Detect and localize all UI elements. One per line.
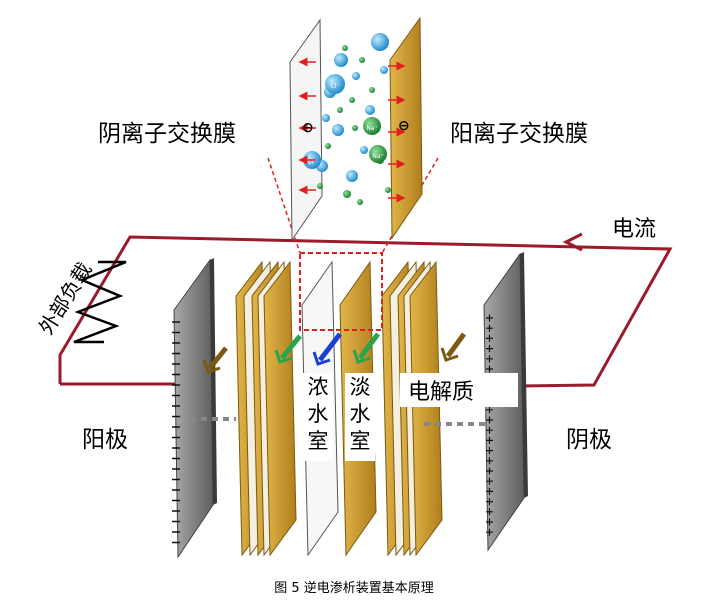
- cathode-plus-mark: [486, 365, 493, 373]
- label-current: 电流: [612, 217, 656, 242]
- current-arrow-icon: [562, 232, 583, 252]
- label-anion-membrane: 阴离子交换膜: [98, 121, 236, 147]
- zoom-inset: Cl⁻ Cl⁻ Na⁺ Na⁺ ⊖ ⊖: [289, 16, 423, 242]
- label-external-load: 外部负载: [34, 258, 97, 339]
- highlight-box: [299, 252, 383, 331]
- cathode-plus-mark: [486, 518, 493, 526]
- sodium-ion-label: Na⁺: [366, 125, 377, 132]
- sodium-ion-label: Na⁺: [372, 153, 383, 160]
- minus-icon: ⊖: [302, 120, 314, 136]
- label-anode: 阳极: [82, 427, 128, 453]
- chloride-ion: [352, 72, 360, 80]
- sodium-ion: [363, 117, 381, 135]
- sodium-ion: [349, 97, 355, 103]
- membrane-stack-right: [381, 260, 443, 557]
- label-cation-membrane: 阳离子交换膜: [450, 121, 588, 147]
- cathode-plus-mark: [486, 457, 493, 465]
- cathode-plus-mark: [486, 355, 493, 363]
- cathode-plus-mark: [486, 416, 493, 424]
- label-cathode: 阴极: [566, 427, 612, 453]
- cathode-plus-mark: [486, 324, 493, 332]
- label-dilute-chamber: 淡水室: [350, 375, 371, 453]
- chloride-ion: [325, 74, 345, 94]
- sodium-ion: [369, 87, 375, 93]
- circuit-wire: [58, 235, 673, 388]
- chloride-ion: [346, 170, 358, 182]
- cathode-plus-mark: [486, 477, 493, 485]
- cathode-plus-mark: [486, 406, 493, 414]
- minus-icon-right: ⊖: [398, 118, 410, 134]
- ion-flow-arrows: [202, 332, 467, 374]
- cathode-plus-mark: [486, 436, 493, 444]
- chloride-ion: [365, 105, 375, 115]
- cathode-plus-mark: [486, 487, 493, 495]
- membrane-stack-left: [235, 260, 297, 557]
- chloride-ion: [332, 124, 344, 136]
- zoom-lines: [267, 157, 439, 254]
- anode-plate: [172, 258, 217, 559]
- sodium-ion: [369, 145, 387, 163]
- label-electrolyte: 电解质: [408, 380, 474, 405]
- sodium-ion: [317, 183, 323, 189]
- cathode-plus-mark: [486, 426, 493, 434]
- sodium-ion: [342, 45, 348, 51]
- figure-caption: 图 5 逆电渗析装置基本原理: [274, 580, 434, 596]
- sodium-ion: [359, 57, 365, 63]
- chloride-ion: [322, 114, 330, 122]
- sodium-ion: [343, 190, 351, 198]
- chloride-ion: [371, 33, 389, 51]
- resistor-icon: [73, 260, 127, 344]
- chloride-ion: [360, 146, 368, 154]
- chloride-ion: [334, 53, 348, 67]
- chloride-ion-label: Cl⁻: [307, 159, 316, 166]
- sodium-ion: [337, 107, 343, 113]
- chloride-ion-label: Cl⁻: [330, 83, 339, 90]
- cathode-plus-mark: [486, 345, 493, 353]
- sodium-ion: [352, 125, 358, 131]
- sodium-ion: [325, 143, 331, 149]
- sodium-ion: [385, 187, 391, 193]
- cathode-plus-mark: [486, 498, 493, 506]
- cathode-plus-mark: [486, 447, 493, 455]
- label-concentrate-chamber: 浓水室: [308, 375, 329, 453]
- cathode-plus-mark: [486, 528, 493, 536]
- cathode-plus-mark: [486, 314, 493, 322]
- cathode-plus-mark: [486, 334, 493, 342]
- sodium-ion: [357, 199, 363, 205]
- cathode-plus-mark: [486, 467, 493, 475]
- chloride-ion: [380, 66, 388, 74]
- cathode-plus-mark: [486, 508, 493, 516]
